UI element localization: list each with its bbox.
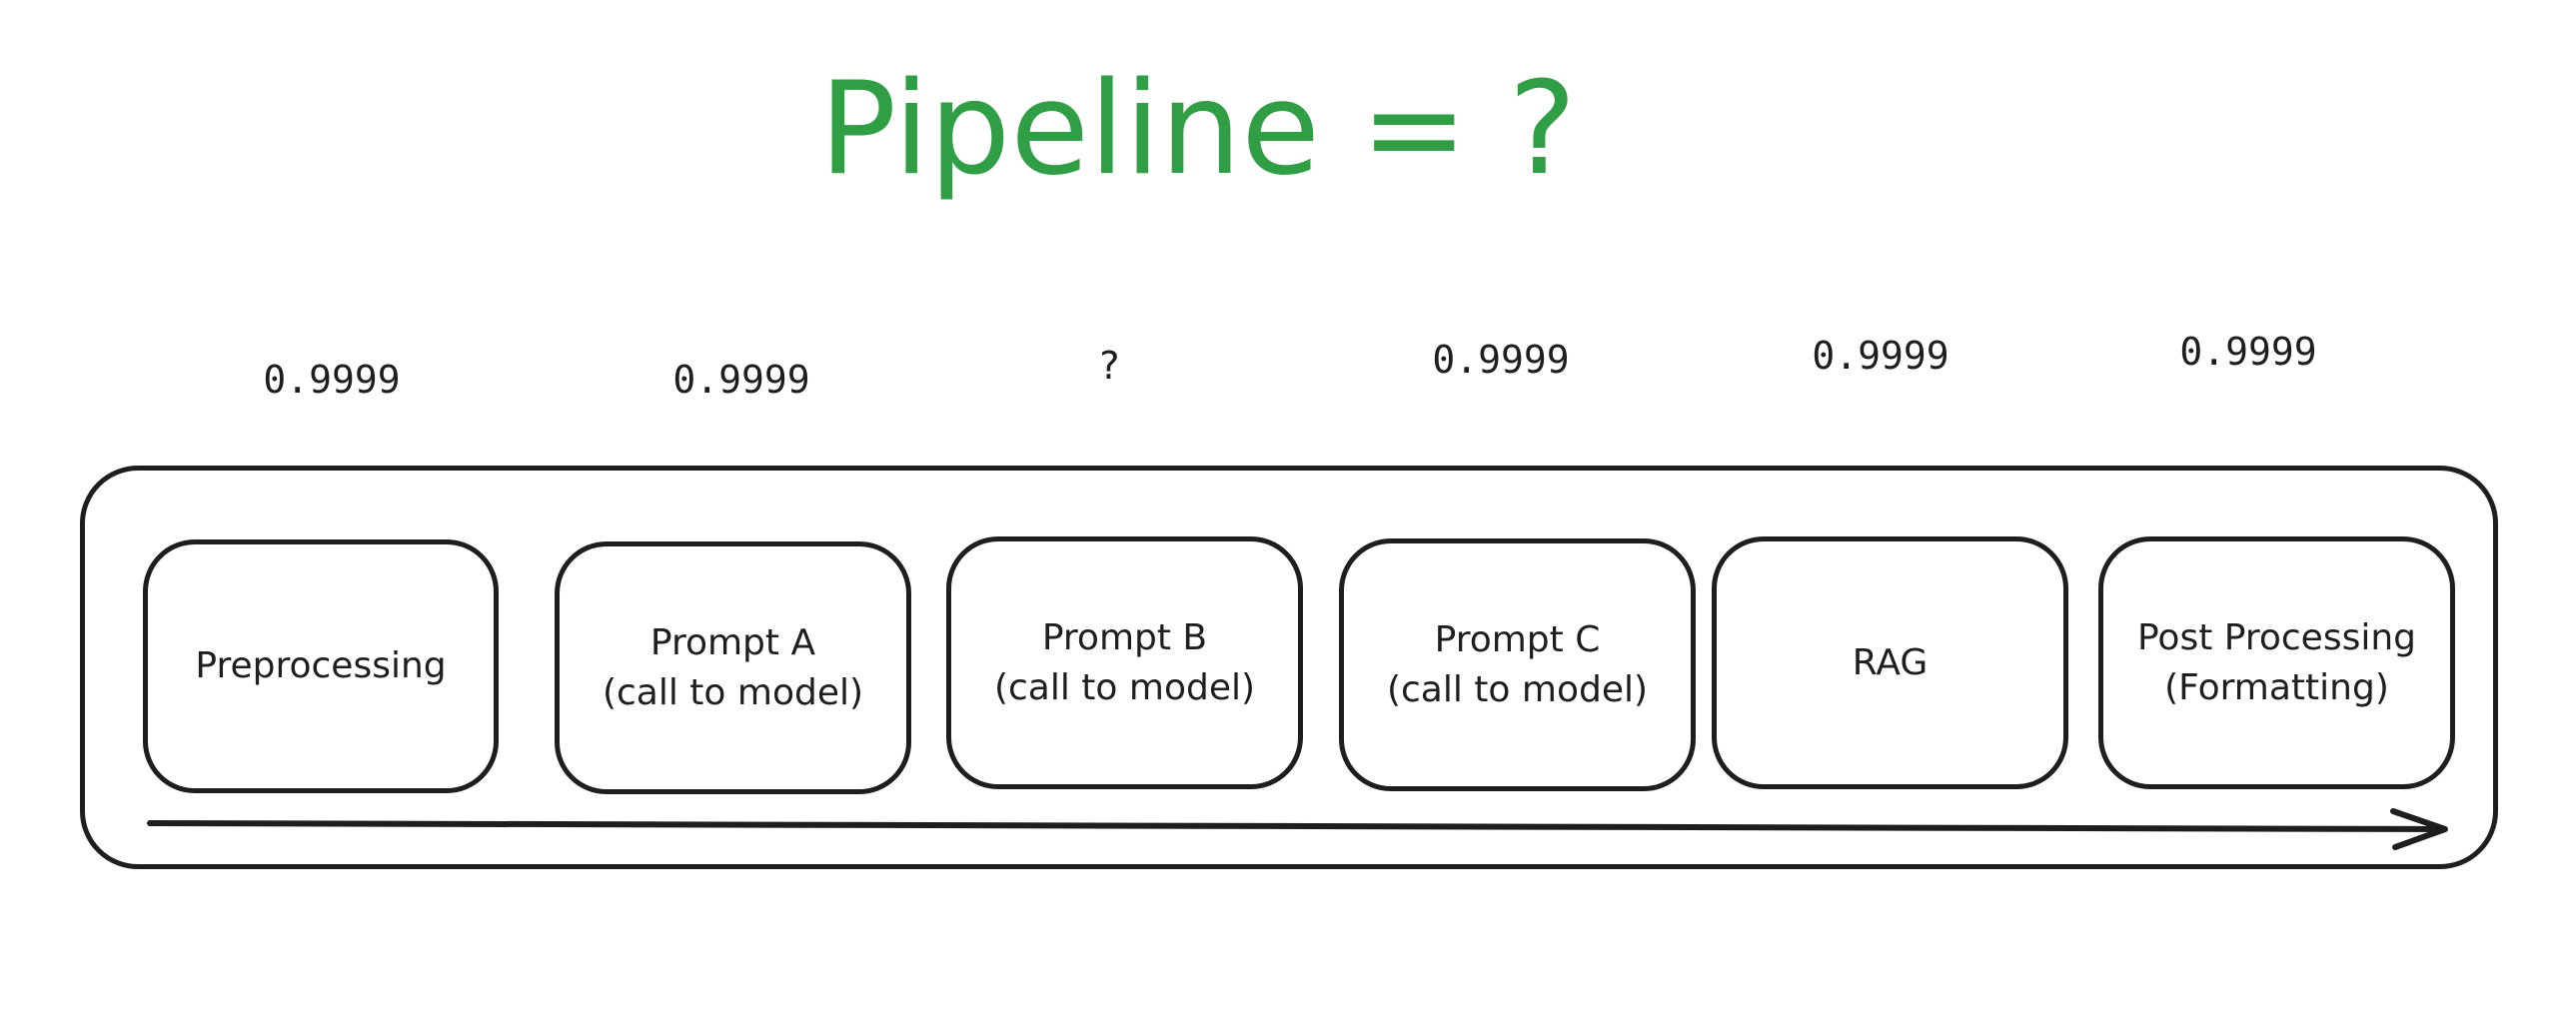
stage-box-prompt-a: Prompt A (call to model)	[555, 541, 911, 794]
stage-label: Prompt B (call to model)	[993, 616, 1256, 708]
stage-label: Preprocessing	[195, 645, 447, 686]
stage-box-prompt-b: Prompt B (call to model)	[946, 536, 1303, 789]
stage-box-post-processing: Post Processing (Formatting)	[2098, 536, 2455, 789]
stage-score: 0.9999	[1812, 334, 1949, 378]
stage-box-preprocessing: Preprocessing	[143, 539, 499, 793]
stage-label: Prompt C (call to model)	[1386, 618, 1649, 710]
stage-box-prompt-c: Prompt C (call to model)	[1339, 538, 1696, 791]
stage-label: Post Processing (Formatting)	[2137, 616, 2416, 708]
stage-score: 0.9999	[1432, 338, 1570, 382]
stage-score: 0.9999	[672, 358, 810, 402]
diagram-title: Pipeline = ?	[819, 55, 1577, 204]
stage-label: Prompt A (call to model)	[602, 621, 864, 713]
stage-score: 0.9999	[2179, 330, 2317, 374]
pipeline-container	[80, 466, 2498, 869]
stage-box-rag: RAG	[1712, 536, 2068, 789]
stage-score: ?	[1097, 344, 1121, 388]
stage-label: RAG	[1852, 641, 1929, 683]
stage-score: 0.9999	[263, 358, 401, 402]
